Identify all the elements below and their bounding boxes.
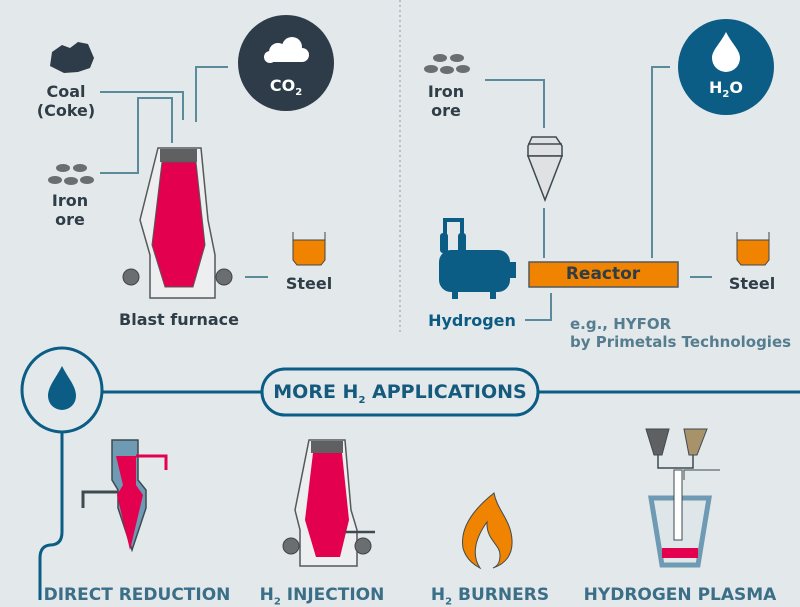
iron-ore-label-line1: Iron (51, 191, 89, 210)
blast-furnace-label: Blast furnace (119, 310, 239, 329)
h2-injection-label: H2 INJECTION (260, 585, 385, 607)
label-pre: H (430, 585, 446, 605)
hydrogen-plasma-label: HYDROGEN PLASMA (583, 585, 777, 605)
co2-subscript: 2 (295, 87, 303, 99)
label-post: INJECTION (280, 585, 385, 605)
h2-injection-furnace-icon (282, 439, 375, 567)
hydrogen-plasma-icon (645, 428, 720, 568)
application-lines (38, 367, 800, 600)
connector-lines (100, 66, 712, 321)
co2-label: CO2 (270, 76, 302, 102)
flame-icon (461, 492, 513, 570)
water-drop-icon (48, 366, 76, 410)
cyclone-hopper-icon (526, 136, 564, 203)
more-h2-applications-heading: MORE H2 APPLICATIONS (262, 369, 538, 415)
co2-text: CO (269, 76, 296, 95)
h2o-subscript: 2 (722, 89, 730, 101)
iron-ore-label-line2: ore (55, 210, 85, 229)
reactor-bar (528, 261, 679, 288)
coal-icon (50, 42, 94, 73)
heading-post: APPLICATIONS (365, 381, 527, 403)
hyfor-note: e.g., HYFOR (570, 315, 672, 333)
reactor-label: Reactor (565, 264, 641, 284)
coal-label-line1: Coal (46, 82, 86, 101)
hydrogen-compressor-icon (439, 218, 516, 299)
h2-burners-label: H2 BURNERS (431, 585, 549, 607)
cloud-icon (264, 37, 309, 63)
iron-ore-label-line2: ore (431, 101, 461, 120)
blast-furnace-icon (122, 147, 233, 299)
primetals-note: by Primetals Technologies (570, 333, 792, 351)
label-pre: H (259, 585, 274, 605)
steel-label: Steel (285, 274, 333, 293)
coal-label: Coal(Coke) (37, 82, 95, 120)
iron-ore-label-line1: Iron (427, 82, 465, 101)
h2o-text-h: H (709, 78, 723, 97)
steel-ladle-icon (292, 232, 326, 266)
iron-ore-icon (424, 54, 470, 74)
co2-circle (238, 15, 334, 111)
direct-reduction-icon (81, 439, 168, 553)
heading-subscript: 2 (358, 394, 366, 406)
iron-ore-icon (48, 164, 94, 185)
water-drop-icon (712, 32, 740, 72)
h2o-text-o: O (729, 78, 743, 97)
h2o-label: H2O (709, 78, 743, 104)
coal-label-line2: (Coke) (36, 101, 96, 120)
steel-label: Steel (728, 274, 776, 293)
hydrogen-label: Hydrogen (428, 311, 516, 330)
steel-ladle-icon (736, 232, 770, 266)
heading-pre: MORE H (273, 381, 359, 403)
label-post: BURNERS (452, 585, 550, 605)
direct-reduction-label: DIRECT REDUCTION (43, 585, 231, 605)
